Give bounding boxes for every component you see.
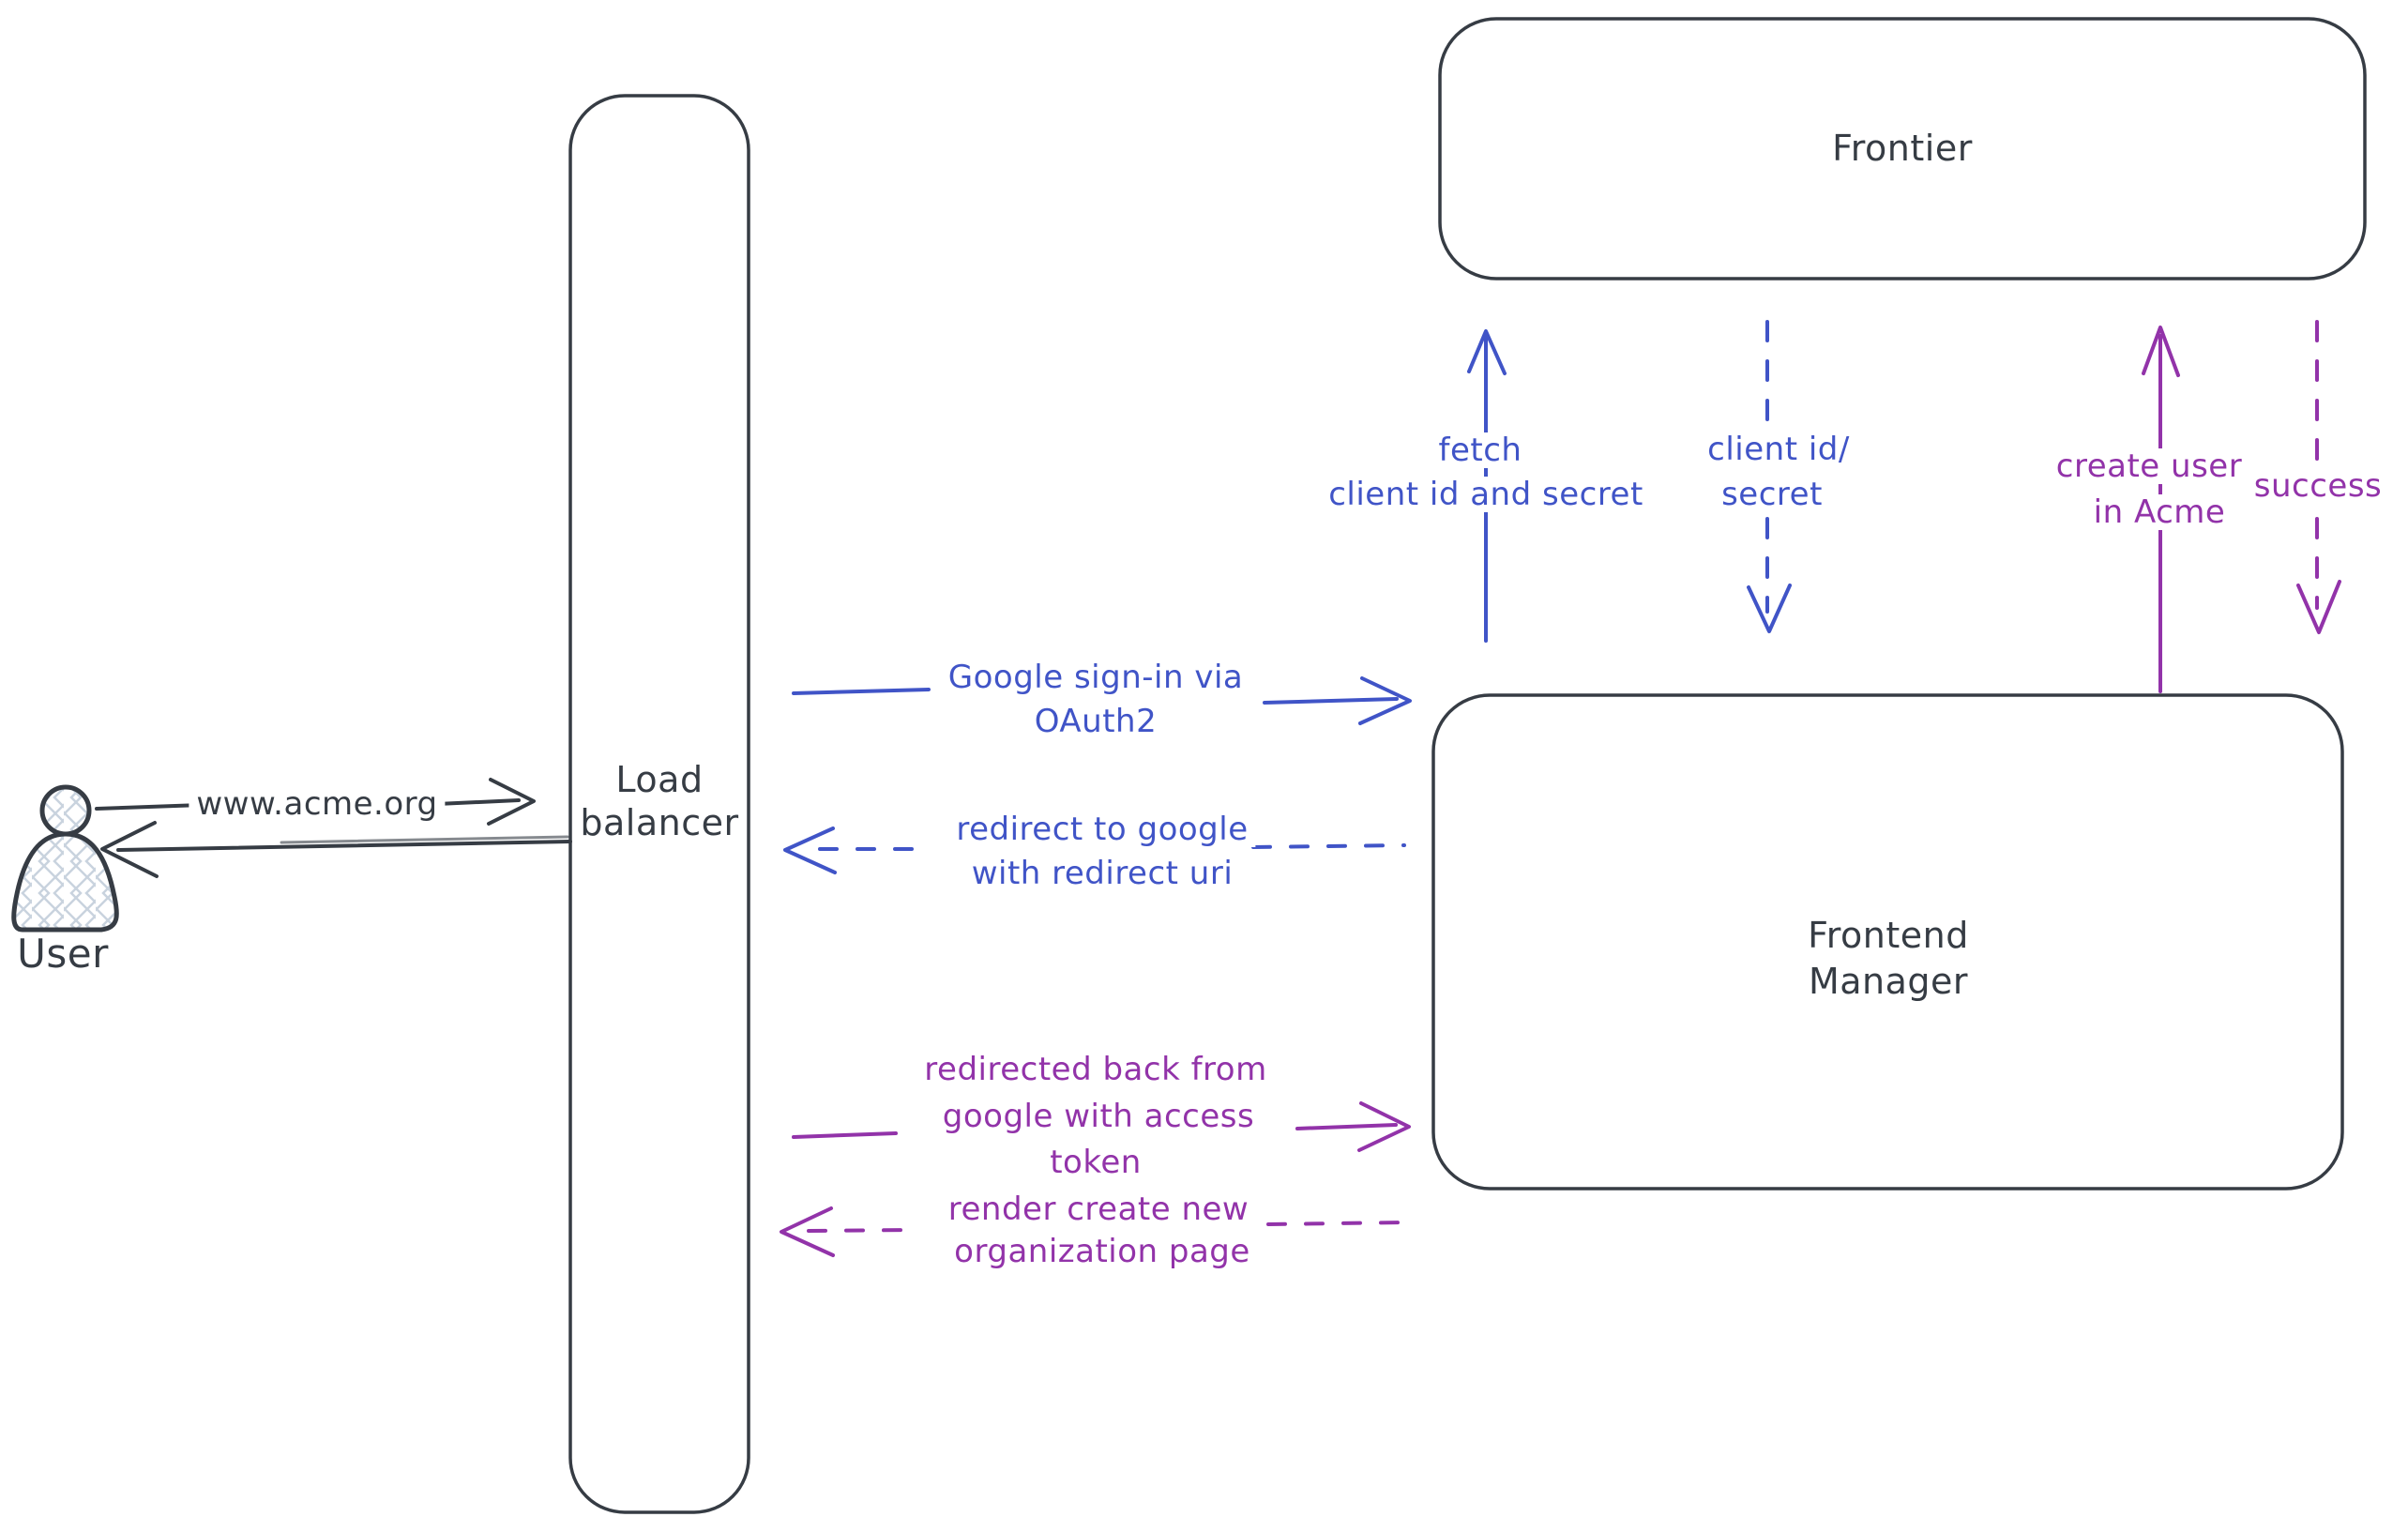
frontier-label: Frontier — [1825, 129, 1980, 168]
redirected-back-label-line2: google with access — [934, 1099, 1263, 1134]
arrow-redirected-back — [792, 1101, 1411, 1152]
arrowhead-right — [487, 778, 536, 826]
google-signin-label-line2: OAuth2 — [1026, 704, 1165, 739]
client-id-secret-label-line1: client id/ — [1700, 432, 1857, 467]
frontier-box — [1438, 17, 2367, 281]
frontend-manager-label-line2: Manager — [1800, 962, 1976, 1001]
user-figure-icon — [11, 784, 119, 933]
arrow-success — [2296, 320, 2341, 634]
user-head — [39, 784, 92, 837]
arrow-google-signin — [792, 676, 1412, 725]
redirect-to-google-label-line1: redirect to google — [948, 812, 1256, 847]
render-org-page-label-line1: render create new — [940, 1191, 1257, 1227]
create-user-label-line1: create user — [2048, 448, 2250, 484]
redirected-back-label-line1: redirected back from — [916, 1052, 1275, 1087]
frontend-manager-label-line1: Frontend — [1800, 916, 1976, 955]
fetch-client-secret-label-line2: client id and secret — [1321, 477, 1651, 512]
arrow-render-org-page — [780, 1206, 1406, 1257]
redirected-back-label-line3: token — [1042, 1145, 1149, 1180]
load-balancer-box — [568, 94, 750, 1514]
arrow-lb-to-user — [100, 821, 572, 878]
google-signin-label-line1: Google sign-in via — [940, 660, 1251, 695]
arrowhead-left — [780, 1206, 835, 1257]
www-acme-label: www.acme.org — [189, 786, 446, 822]
arrowhead-left — [100, 821, 159, 878]
user-body — [11, 831, 119, 933]
arrowhead-right — [1358, 676, 1412, 725]
arrowhead-down — [1747, 584, 1792, 633]
arrow-client-id-secret — [1747, 320, 1792, 633]
load-balancer-label-line2: balancer — [572, 803, 747, 842]
arrow-redirect-to-google — [783, 827, 1406, 874]
user-label: User — [17, 931, 109, 977]
client-id-secret-label-line2: secret — [1714, 477, 1830, 512]
render-org-page-label-line2: organization page — [947, 1234, 1258, 1269]
arrowhead-down — [2296, 580, 2341, 634]
create-user-label-line2: in Acme — [2085, 494, 2234, 530]
redirect-to-google-label-line2: with redirect uri — [963, 856, 1241, 891]
arrowhead-left — [783, 827, 837, 874]
load-balancer-label-line1: Load — [608, 760, 711, 799]
fetch-client-secret-label-line1: fetch — [1431, 432, 1530, 468]
arrowhead-right — [1357, 1101, 1411, 1152]
arrowhead-up — [2142, 326, 2180, 377]
arrow-www-acme — [95, 778, 536, 826]
arrowhead-up — [1467, 329, 1507, 375]
frontend-manager-box — [1431, 693, 2344, 1191]
success-label: success — [2246, 468, 2390, 504]
